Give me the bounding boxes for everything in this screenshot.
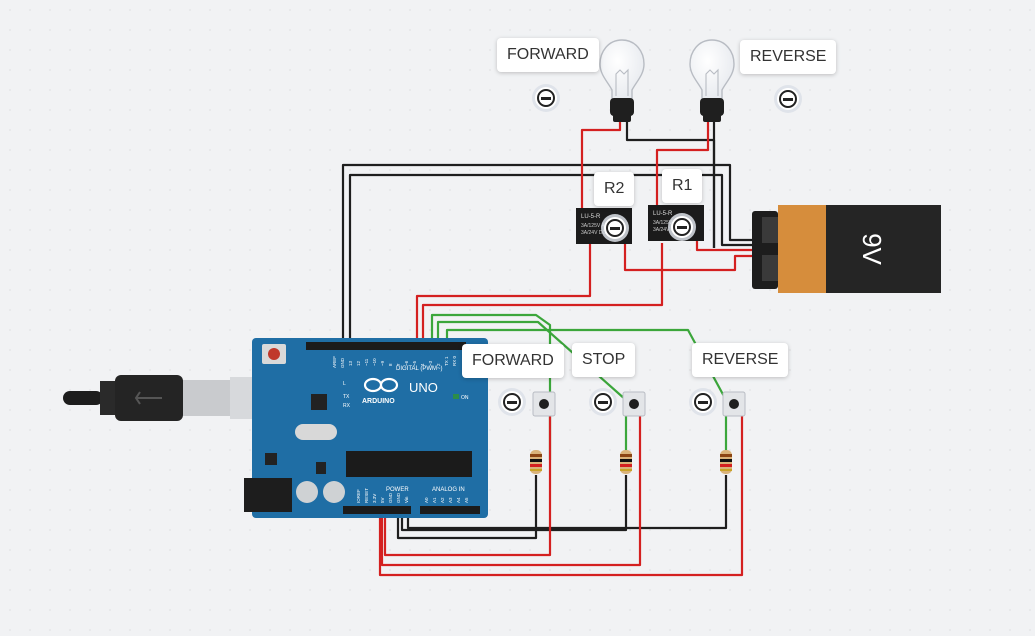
label-text: R1 [672,177,693,194]
pin-label: 4 [420,363,425,366]
wire-black [400,475,628,532]
lamp-reverse [689,39,735,122]
battery-voltage-label: 9V [857,233,887,265]
arduino-model-text: UNO [409,380,438,395]
pin-label: ~5 [412,360,417,366]
relay-model-label: LU-5-R [653,211,673,217]
usb-cable [63,375,272,421]
label-text: STOP [582,351,626,368]
relay-rating-label: 3A/24V DC [581,230,606,236]
resistor-forward [530,450,542,474]
pin-label: Vin [404,496,409,503]
label-text: FORWARD [472,352,554,369]
relay-rating-label: 3A/125V AC [581,223,609,229]
pin-label: ~10 [372,358,377,366]
relay-rating-label: 3A/24V DC [653,227,678,233]
pushbutton-stop [622,391,646,417]
resistor-reverse [720,450,732,474]
pin-label: A3 [448,497,453,503]
pin-label: 2 [436,363,441,366]
minus-icon[interactable] [535,87,557,109]
pin-label: ~3 [428,360,433,366]
label-button-reverse[interactable]: REVERSE [692,343,789,377]
wire-red [378,410,744,577]
pin-label: 7 [396,363,401,366]
minus-icon[interactable] [671,216,693,238]
pin-label: ~11 [364,358,369,366]
lamp-forward [599,39,645,122]
relay-rating-label: 3A/125V AC [653,220,681,226]
pin-label: TX 1 [444,356,449,366]
digital-pins-label: DIGITAL (PWM~) [396,366,443,372]
wire-red [695,240,752,252]
wire-red [623,243,752,272]
battery-9v: - + 9V [752,205,941,293]
label-lamp-reverse[interactable]: REVERSE [740,40,837,74]
analog-pins-label: ANALOG IN [432,487,465,493]
wire-red [383,410,552,557]
pin-label: A1 [432,497,437,503]
pin-label: A4 [456,497,461,503]
pin-label: A5 [464,497,469,503]
wire-red [380,410,642,567]
pin-label: GND [396,492,401,503]
aref-pin-label: AREF [332,356,337,368]
pin-label: RX 0 [452,355,457,366]
minus-icon[interactable] [501,391,523,413]
label-text: R2 [604,180,625,197]
label-lamp-forward[interactable]: FORWARD [497,38,599,72]
pin-label: RESET [364,488,369,503]
minus-icon[interactable] [692,391,714,413]
minus-icon[interactable] [777,88,799,110]
label-button-stop[interactable]: STOP [572,343,636,377]
label-relay-r2[interactable]: R2 [594,172,635,206]
label-relay-r1[interactable]: R1 [662,169,703,203]
pin-label: 5V [380,497,385,503]
wire-red [655,122,710,212]
wire-black [341,163,752,340]
pin-label: 8 [388,363,393,366]
l-led-label: L [343,381,346,387]
minus-icon[interactable] [592,391,614,413]
wire-green [436,320,628,460]
pin-label: 3.3V [372,494,377,503]
label-button-forward[interactable]: FORWARD [462,344,564,378]
relay-model-label: LU-5-R [581,214,601,220]
pushbutton-reverse [722,391,746,417]
wire-red [415,243,592,345]
tx-led-label: TX [343,394,350,400]
pin-label: ~9 [380,360,385,366]
arduino-logo-text: ARDUINO [362,398,395,405]
arduino-uno-board: ARDUINO UNO DIGITAL (PWM~) POWER ANALOG … [244,338,488,518]
pin-label: A2 [440,497,445,503]
pin-label: IOREF [356,489,361,503]
on-led-label: ON [461,395,469,401]
power-pins-label: POWER [386,487,409,493]
pin-label: 13 [348,360,353,366]
label-text: FORWARD [507,46,589,63]
pin-label: A0 [424,497,429,503]
pushbutton-forward [532,391,556,417]
minus-icon[interactable] [604,217,626,239]
pin-label: 12 [356,360,361,366]
label-text: REVERSE [750,48,827,65]
rx-led-label: RX [343,403,351,409]
wire-red [421,243,664,345]
pin-label: GND [388,492,393,503]
pin-label: ~6 [404,360,409,366]
wire-green [445,328,728,460]
wire-black [396,475,538,540]
label-text: REVERSE [702,351,779,368]
wire-red [580,122,622,210]
resistor-stop [620,450,632,474]
gnd-pin-label: GND [340,357,345,368]
wire-black [348,173,752,340]
